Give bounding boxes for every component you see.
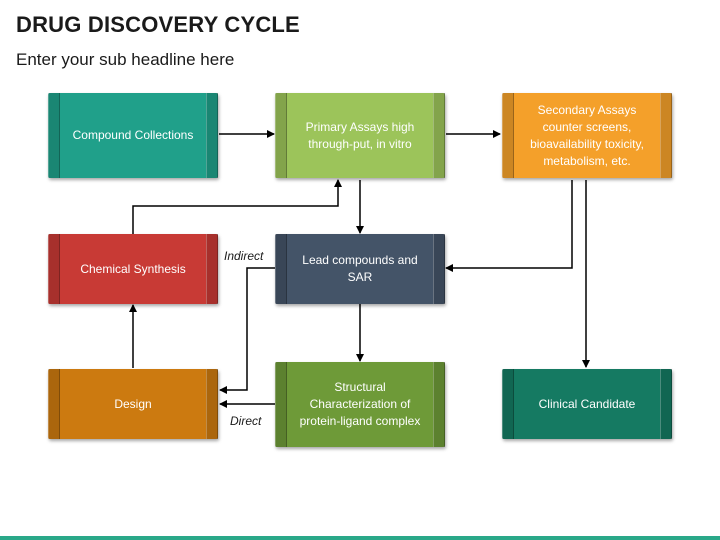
node-label: Primary Assays high through-put, in vitr…	[305, 119, 415, 151]
node-compound-collections: Compound Collections	[48, 93, 218, 178]
page-subtitle: Enter your sub headline here	[16, 50, 235, 69]
node-lead-compounds: Lead compounds and SAR	[275, 234, 445, 304]
node-design: Design	[48, 369, 218, 439]
node-primary-assays: Primary Assays high through-put, in vitr…	[275, 93, 445, 178]
arrow-lead-to-design-indirect	[219, 267, 275, 394]
node-label: Design	[114, 396, 152, 411]
arrow-chemical-to-primary	[132, 179, 342, 234]
node-label: Clinical Candidate	[538, 396, 636, 411]
node-chemical-synthesis: Chemical Synthesis	[48, 234, 218, 304]
node-secondary-assays: Secondary Assays counter screens, bioava…	[502, 93, 672, 178]
node-label: Chemical Synthesis	[80, 261, 186, 276]
edge-label-direct: Direct	[230, 414, 262, 428]
node-label: Compound Collections	[72, 128, 194, 142]
node-label: Structural Characterization of protein-l…	[299, 380, 421, 428]
page-title: DRUG DISCOVERY CYCLE	[16, 12, 300, 37]
arrow-secondary-to-lead	[445, 180, 573, 272]
node-structural-characterization: Structural Characterization of protein-l…	[275, 362, 445, 447]
node-clinical-candidate: Clinical Candidate	[502, 369, 672, 439]
node-label: Secondary Assays counter screens, bioava…	[530, 102, 644, 168]
footer-bar	[0, 536, 720, 540]
node-label: Lead compounds and SAR	[302, 253, 418, 284]
edge-label-indirect: Indirect	[224, 249, 264, 263]
